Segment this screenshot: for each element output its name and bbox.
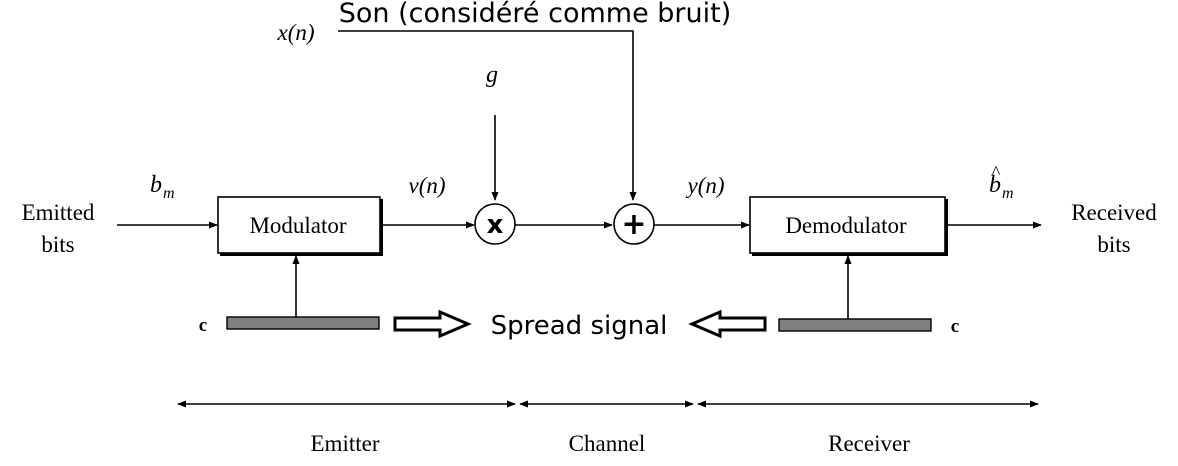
- yn-label: y(n): [685, 173, 724, 198]
- modulator-label: Modulator: [249, 213, 346, 238]
- multiplier-circle: [474, 203, 516, 245]
- emitted-bits-label-line2: bits: [41, 232, 74, 257]
- received-bits-label-line2: bits: [1097, 232, 1130, 257]
- gain-label: g: [486, 62, 498, 88]
- code-bar-right: [778, 318, 932, 332]
- modulator-block-shadow: [380, 199, 383, 255]
- modulator-block-shadow-bottom: [220, 253, 383, 256]
- demodulator-block-shadow-bottom: [752, 253, 948, 256]
- receiver-section-label: Receiver: [828, 431, 910, 456]
- channel-section-label: Channel: [569, 431, 646, 456]
- code-label-right: c: [951, 316, 959, 337]
- spread-signal-arrow-right: [688, 309, 767, 339]
- spread-signal-label: Spread signal: [491, 311, 668, 341]
- spread-signal-arrow-left: [393, 309, 472, 339]
- emitted-bits-label-line1: Emitted: [22, 200, 95, 225]
- modulator-block: [217, 196, 381, 254]
- emitter-section-label: Emitter: [311, 431, 380, 456]
- bm-label: bm: [150, 172, 175, 202]
- code-label-left: c: [199, 315, 207, 336]
- vn-label: v(n): [408, 173, 445, 198]
- noise-signal-label: x(n): [276, 20, 314, 45]
- demodulator-label: Demodulator: [785, 213, 907, 238]
- noise-input-line: [338, 30, 637, 201]
- adder-symbol: +: [621, 207, 646, 242]
- code-bar-left: [226, 316, 380, 330]
- noise-source-label: Son (considéré comme bruit): [339, 0, 732, 29]
- demodulator-block: [749, 196, 946, 254]
- bhat-m-label: bm: [989, 172, 1014, 202]
- demodulator-block-shadow: [945, 199, 948, 255]
- multiplier-symbol: x: [487, 210, 504, 240]
- bhat-hat-accent: ^: [992, 162, 1001, 182]
- adder-circle: [613, 203, 655, 245]
- received-bits-label-line1: Received: [1071, 200, 1157, 225]
